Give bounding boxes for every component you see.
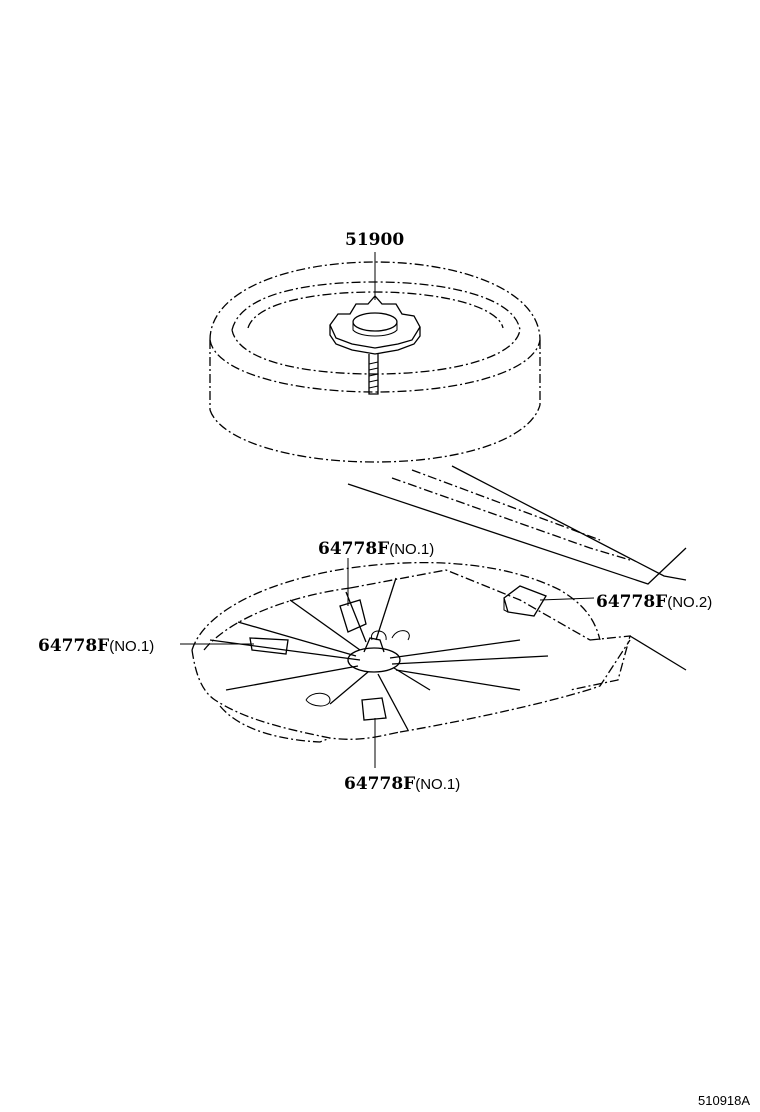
callout-51900: 51900 bbox=[345, 230, 404, 250]
tape-piece-left bbox=[249, 637, 289, 655]
callout-tape-left: 64778F(NO.1) bbox=[38, 636, 154, 656]
diagram-code: 510918A bbox=[698, 1093, 750, 1108]
callout-tape-right: 64778F(NO.2) bbox=[596, 592, 712, 612]
tape-piece-right bbox=[503, 585, 547, 617]
callout-tape-bottom: 64778F(NO.1) bbox=[344, 774, 460, 794]
wing-nut-bolt bbox=[329, 295, 421, 395]
tape-piece-top bbox=[339, 599, 367, 633]
tape-piece-bottom bbox=[361, 697, 387, 721]
floor-panel bbox=[191, 465, 687, 743]
leader-lines bbox=[180, 252, 595, 768]
callout-tape-top: 64778F(NO.1) bbox=[318, 539, 434, 559]
